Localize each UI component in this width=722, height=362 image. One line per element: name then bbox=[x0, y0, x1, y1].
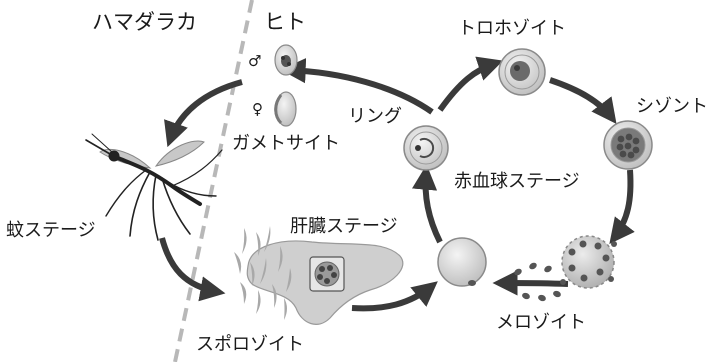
schizont-cell bbox=[603, 120, 653, 170]
new-erythrocyte bbox=[437, 237, 487, 287]
arrow-gametocyte-to-mosquito bbox=[164, 79, 243, 148]
male-gametocyte bbox=[274, 44, 298, 76]
mosquito-icon bbox=[85, 133, 223, 241]
schizont-label: シゾント bbox=[636, 96, 708, 117]
arrow-ring-to-trophozoite bbox=[437, 56, 504, 112]
merozoite-label: メロゾイト bbox=[496, 312, 586, 333]
trophozoite-label: トロホゾイト bbox=[458, 18, 566, 39]
liver-stage-label: 肝臓ステージ bbox=[290, 216, 398, 237]
male-symbol: ♂ bbox=[248, 52, 262, 70]
female-symbol: ♀ bbox=[252, 100, 263, 118]
mosquito-host-label: ハマダラカ bbox=[92, 10, 197, 34]
arrow-cell-to-ring bbox=[411, 164, 443, 244]
trophozoite-cell bbox=[498, 48, 546, 96]
arrow-mosquito-to-sporozoite bbox=[159, 237, 226, 302]
female-gametocyte bbox=[274, 91, 297, 127]
rupturing-cell bbox=[560, 235, 617, 289]
human-host-label: ヒト bbox=[264, 10, 306, 34]
arrow-merozoite-release bbox=[492, 270, 569, 296]
sporozoite-label: スポロゾイト bbox=[196, 334, 304, 355]
liver-icon bbox=[246, 240, 404, 325]
mosquito-stage-label: 蚊ステージ bbox=[6, 220, 96, 241]
arrow-trophozoite-to-schizont bbox=[549, 77, 617, 125]
host-divider bbox=[173, 0, 254, 362]
sporozoites bbox=[234, 226, 292, 320]
arrow-schizont-to-rupture bbox=[609, 169, 635, 244]
arrow-ring-to-gametocyte bbox=[280, 58, 434, 115]
erythrocyte-stage-label: 赤血球ステージ bbox=[454, 171, 580, 192]
ring-label: リング bbox=[348, 106, 402, 127]
gametocyte-label: ガメトサイト bbox=[232, 133, 340, 154]
ring-stage-cell bbox=[403, 125, 449, 171]
merozoites bbox=[514, 262, 561, 302]
arrow-liver-to-cell bbox=[351, 281, 438, 312]
